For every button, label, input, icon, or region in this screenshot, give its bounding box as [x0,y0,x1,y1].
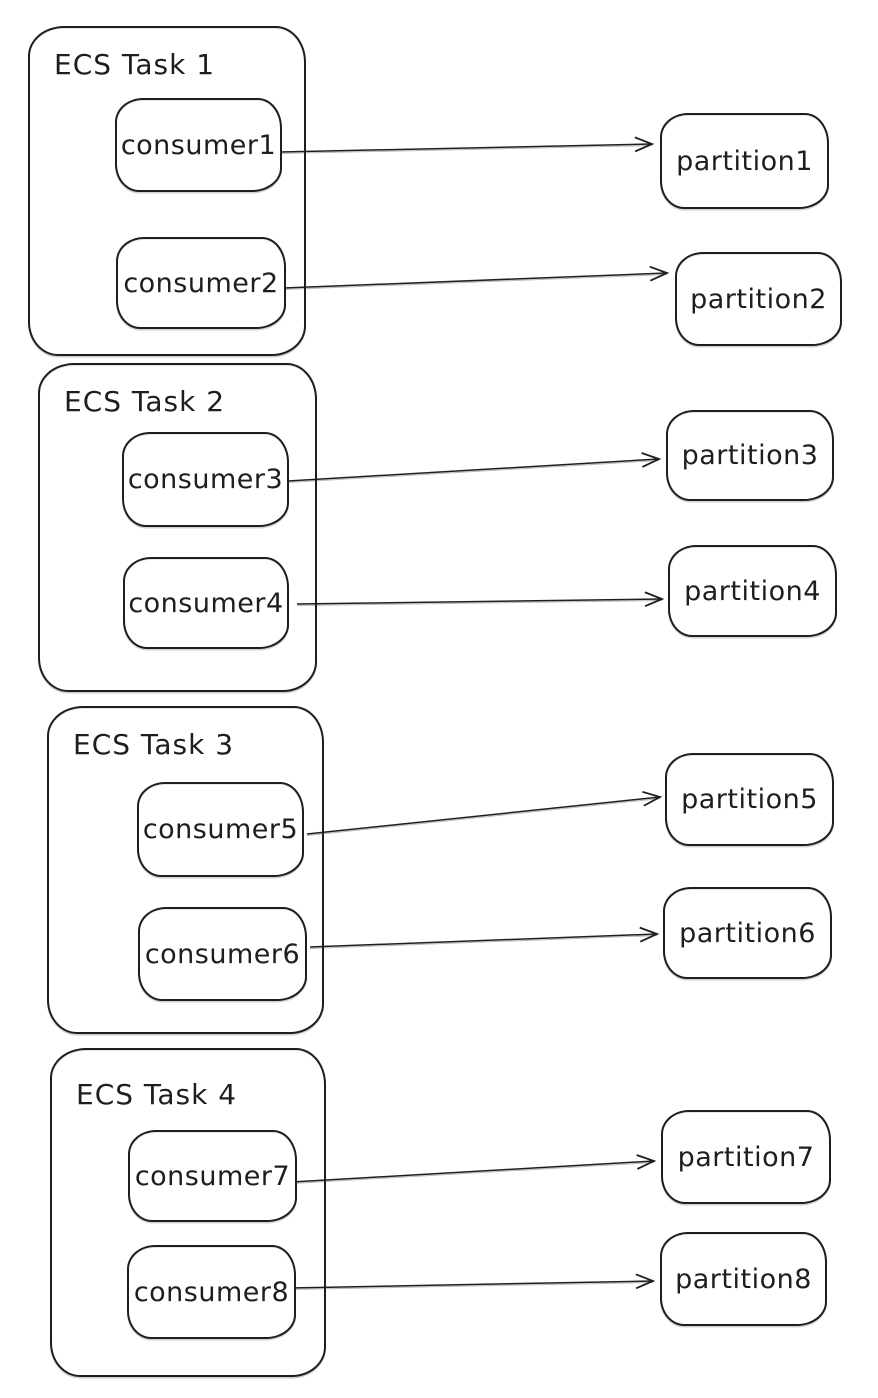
partition3-label: partition3 [681,440,819,471]
arrow-consumer1-partition1 [279,136,655,154]
arrow-consumer7-partition7 [291,1154,657,1184]
node-partition8: partition8 [660,1232,827,1326]
node-partition3: partition3 [666,410,834,501]
node-partition4: partition4 [668,545,837,637]
task-title-1: ECS Task 1 [54,48,216,81]
arrow-consumer3-partition3 [287,452,662,483]
consumer3-label: consumer3 [127,464,284,495]
node-consumer8: consumer8 [127,1245,296,1339]
consumer5-label: consumer5 [142,814,299,845]
node-consumer1: consumer1 [115,98,282,192]
task-box-4: ECS Task 4 [50,1048,326,1377]
node-partition5: partition5 [665,753,834,846]
node-partition6: partition6 [663,887,832,979]
task-title-4: ECS Task 4 [76,1078,238,1111]
arrow-consumer4-partition4 [296,591,665,608]
task-box-3: ECS Task 3 [47,706,324,1034]
partition2-label: partition2 [690,283,827,315]
consumer2-label: consumer2 [123,267,279,299]
task-box-1: ECS Task 1 [28,26,306,356]
node-partition7: partition7 [661,1110,831,1204]
partition1-label: partition1 [676,145,813,177]
arrow-consumer5-partition5 [306,790,663,836]
consumer7-label: consumer7 [134,1160,291,1192]
node-consumer7: consumer7 [128,1130,297,1222]
node-consumer6: consumer6 [138,907,307,1001]
consumer8-label: consumer8 [133,1276,290,1308]
node-partition2: partition2 [675,252,842,346]
partition6-label: partition6 [679,917,816,949]
partition4-label: partition4 [684,575,821,607]
arrow-consumer2-partition2 [283,265,670,290]
consumer4-label: consumer4 [128,587,284,619]
task-box-2: ECS Task 2 [38,363,317,692]
node-consumer4: consumer4 [123,557,289,649]
node-consumer5: consumer5 [137,782,304,877]
partition7-label: partition7 [677,1141,815,1173]
node-consumer2: consumer2 [116,237,286,329]
task-title-2: ECS Task 2 [64,385,226,418]
partition8-label: partition8 [675,1263,812,1295]
arrow-consumer8-partition8 [289,1273,656,1290]
arrow-consumer6-partition6 [309,926,660,949]
node-partition1: partition1 [660,113,829,209]
consumer1-label: consumer1 [120,129,277,161]
task-title-3: ECS Task 3 [73,728,235,761]
node-consumer3: consumer3 [122,432,289,527]
partition5-label: partition5 [681,784,818,815]
consumer6-label: consumer6 [144,938,301,970]
